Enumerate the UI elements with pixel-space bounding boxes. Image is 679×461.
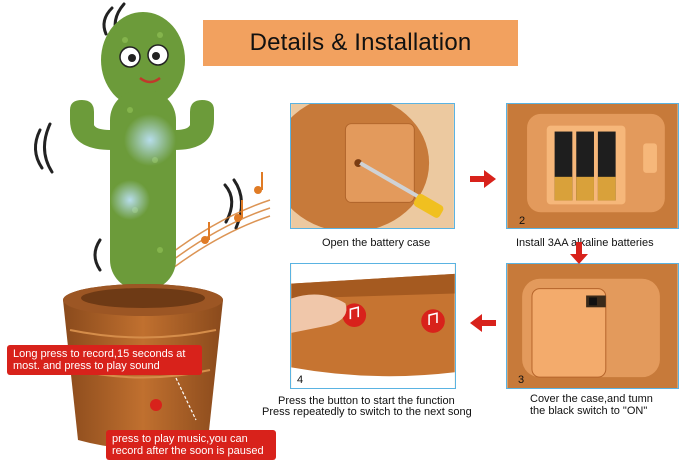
step-4-caption-line-2: Press repeatedly to switch to the next s…: [262, 406, 472, 418]
step-3-panel: [506, 263, 679, 389]
cactus-toy-illustration: [34, 2, 271, 449]
arrow-right-icon: [470, 170, 496, 188]
cactus-eyes: [119, 44, 169, 84]
music-callout: press to play music,you can record after…: [106, 430, 276, 460]
step-4-number: 4: [297, 374, 304, 386]
battery-case-image: [291, 104, 454, 228]
step-4-panel: [290, 263, 456, 389]
battery-icon: [554, 131, 616, 201]
step-2-panel: [506, 103, 679, 229]
banner-title: Details & Installation: [249, 29, 472, 56]
step-4-caption-line-1: Press the button to start the function: [278, 395, 455, 407]
screwdriver-icon: [359, 161, 444, 218]
step-2-caption: Install 3AA alkaline batteries: [516, 237, 654, 249]
step-1-caption: Open the battery case: [322, 237, 431, 249]
batteries-image: [507, 104, 678, 228]
music-note-icon: [342, 303, 445, 333]
press-button-image: [291, 264, 455, 388]
step-3-caption-line-2: the black switch to "ON": [530, 405, 648, 417]
switch-icon: [586, 295, 606, 308]
details-installation-banner: Details & Installation: [203, 20, 518, 66]
arrow-left-icon: [470, 314, 496, 332]
record-callout: Long press to record,15 seconds at most.…: [7, 345, 202, 375]
switch-image: [507, 264, 678, 388]
step-3-number: 3: [518, 374, 525, 386]
music-note-icon: [201, 172, 263, 244]
step-2-number: 2: [519, 215, 526, 227]
arrow-down-icon: [570, 242, 588, 264]
step-3-caption-line-1: Cover the case,and tumn: [530, 393, 653, 405]
step-1-panel: [290, 103, 455, 229]
